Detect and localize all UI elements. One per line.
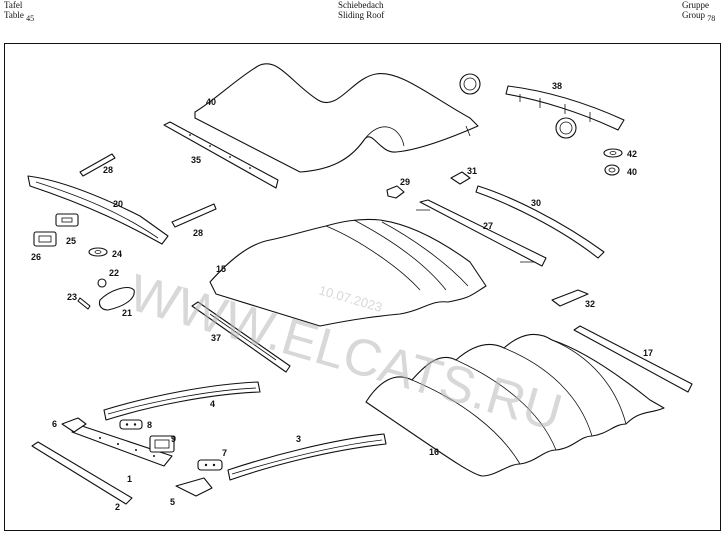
part-28-strip-upper	[79, 153, 116, 177]
table-label-de: Tafel	[4, 0, 23, 10]
callout-2: 2	[115, 502, 120, 512]
callout-25: 25	[66, 236, 76, 246]
diagram-frame	[4, 43, 721, 531]
header-center: Schiebedach Sliding Roof	[338, 0, 384, 20]
part-15-folding-cover	[209, 218, 487, 327]
group-label-de: Gruppe	[682, 0, 709, 10]
callout-1: 1	[127, 474, 132, 484]
part-29-slider	[386, 185, 405, 199]
callout-9: 9	[171, 434, 176, 444]
part-9-plate	[149, 435, 175, 453]
part-25-bracket	[55, 213, 79, 227]
part-42-washer	[603, 148, 623, 158]
part-30-guide-rail	[475, 185, 605, 259]
callout-36: 35	[191, 155, 201, 165]
callout-22: 22	[109, 268, 119, 278]
part-16-pleated-cover	[365, 333, 665, 477]
callout-28-upper: 28	[103, 165, 113, 175]
callout-29: 29	[400, 177, 410, 187]
part-40-nut	[604, 164, 620, 176]
callout-32: 32	[585, 299, 595, 309]
part-3-rail	[227, 433, 387, 481]
part-26-plate	[33, 231, 57, 247]
part-36-strip	[163, 121, 279, 189]
callout-40: 40	[627, 167, 637, 177]
callout-26: 26	[31, 252, 41, 262]
part-38-front-rail	[459, 73, 625, 139]
header-left: Tafel Table 45	[4, 0, 35, 23]
callout-3: 3	[296, 434, 301, 444]
callout-17: 17	[643, 348, 653, 358]
callout-16: 16	[429, 447, 439, 457]
header-right: Gruppe Group 78	[682, 0, 716, 23]
table-label-en: Table 45	[4, 10, 35, 23]
title-en: Sliding Roof	[338, 10, 385, 20]
callout-28-lower: 28	[193, 228, 203, 238]
group-number: 78	[707, 14, 716, 23]
part-28-strip-lower	[171, 203, 217, 228]
part-24-washer	[88, 247, 108, 257]
part-7-plate	[197, 459, 223, 471]
callout-23: 23	[67, 292, 77, 302]
callout-38: 38	[552, 81, 562, 91]
title-de: Schiebedach	[338, 0, 384, 10]
table-number: 45	[26, 14, 35, 23]
callout-6: 6	[52, 419, 57, 429]
part-2-slide-strip	[31, 441, 133, 505]
callout-4: 4	[210, 399, 215, 409]
callout-8: 8	[147, 420, 152, 430]
callout-42: 42	[627, 149, 637, 159]
part-8-plate	[119, 419, 143, 430]
callout-20: 20	[113, 199, 123, 209]
part-22-knob	[97, 278, 107, 288]
part-4-rail	[103, 381, 261, 421]
part-20-rear-bow	[27, 175, 169, 245]
group-label-en: Group 78	[682, 10, 716, 23]
callout-37: 37	[211, 333, 221, 343]
callout-15: 15	[216, 264, 226, 274]
part-32-strip	[551, 289, 589, 307]
part-35-roof-cover	[194, 63, 479, 173]
callout-27: 27	[483, 221, 493, 231]
callout-5: 5	[170, 497, 175, 507]
part-6-clip	[61, 417, 87, 433]
part-23-pin	[77, 297, 91, 310]
part-27-guide-rail	[416, 199, 547, 267]
part-5-bracket	[175, 477, 213, 497]
callout-30: 30	[531, 198, 541, 208]
callout-21: 21	[122, 308, 132, 318]
part-17-seal	[573, 325, 693, 393]
part-21-handle	[98, 287, 135, 311]
callout-24: 24	[112, 249, 122, 259]
callout-7: 7	[222, 448, 227, 458]
callout-31: 31	[467, 166, 477, 176]
part-37-seal-strip	[191, 301, 291, 373]
part-31-slider	[450, 171, 471, 185]
callout-35: 40	[206, 97, 216, 107]
